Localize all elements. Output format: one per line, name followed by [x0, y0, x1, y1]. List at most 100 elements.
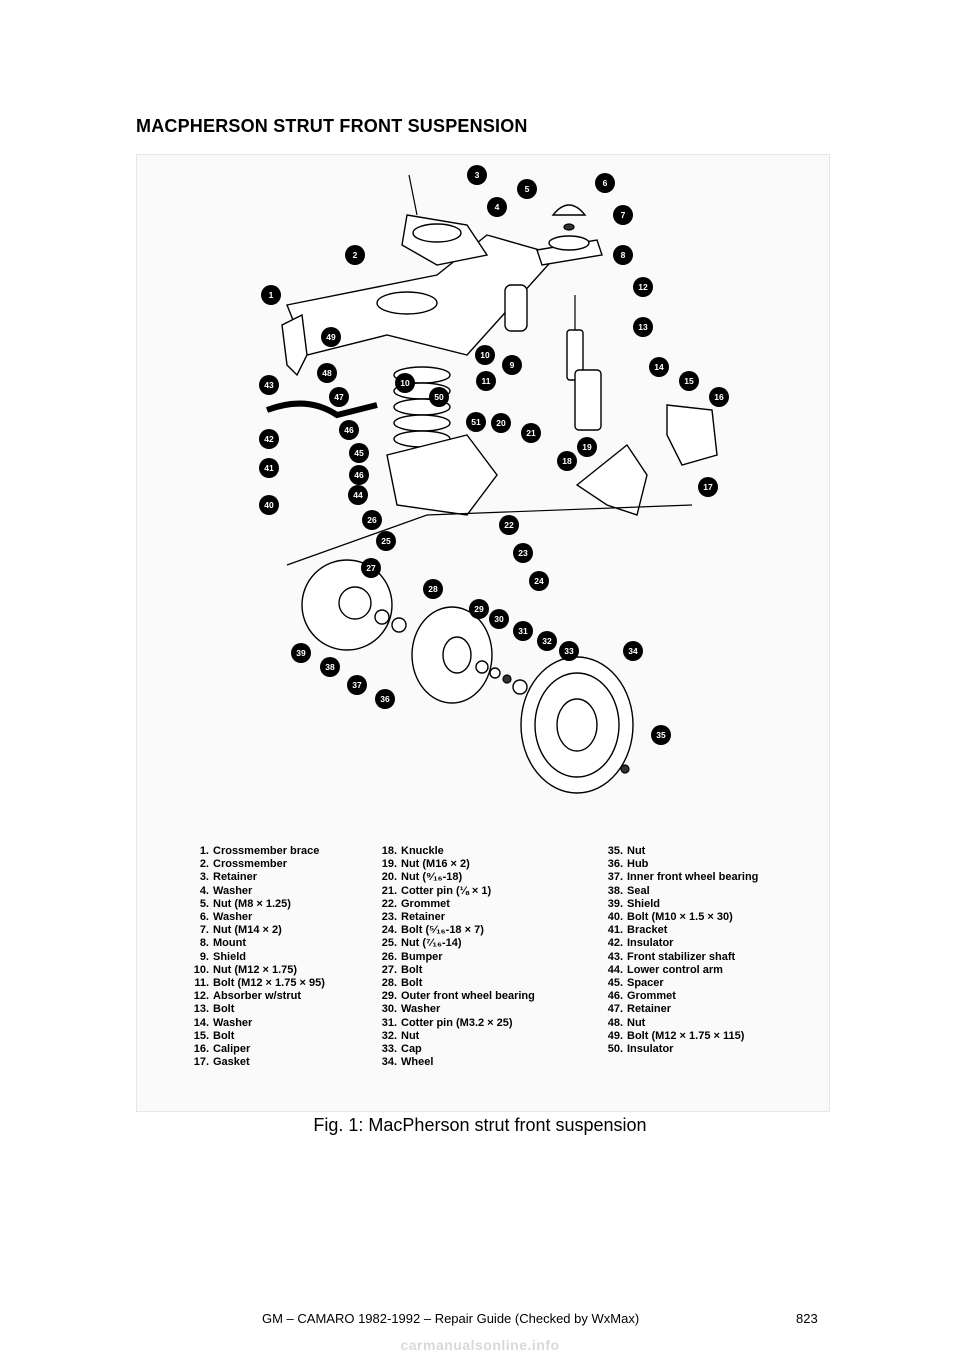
legend-item: 2.Crossmember: [199, 858, 287, 871]
absorber-strut-drawing: [566, 295, 602, 431]
hub-rotor-drawing: [411, 606, 493, 704]
legend-item: 21.Cotter pin (⅛ × 1): [381, 884, 492, 897]
parts-legend: 1.Crossmember brace 2.Crossmember 3.Reta…: [137, 845, 831, 1075]
figure-caption: Fig. 1: MacPherson strut front suspensio…: [313, 1115, 647, 1135]
legend-item: 4.Washer: [199, 884, 253, 897]
svg-text:14: 14: [654, 362, 664, 372]
svg-text:39: 39: [296, 648, 306, 658]
callout-1: 1: [261, 285, 281, 305]
knuckle-drawing: [575, 443, 648, 516]
svg-text:29: 29: [474, 604, 484, 614]
legend-item: 38.Seal: [607, 884, 650, 897]
callout-46b: 46: [339, 420, 359, 440]
lower-control-arm-drawing: [386, 434, 498, 516]
legend-item: 12.Absorber w/strut: [193, 990, 302, 1003]
legend-item: 41.Bracket: [607, 924, 668, 937]
callout-8: 8: [613, 245, 633, 265]
crossmember-drawing: [286, 174, 559, 356]
svg-text:38: 38: [325, 662, 335, 672]
legend-item: 20.Nut (⁹⁄₁₆-18): [381, 871, 463, 884]
svg-text:5: 5: [525, 184, 530, 194]
callout-9: 9: [502, 355, 522, 375]
legend-column-1: 1.Crossmember brace 2.Crossmember 3.Reta…: [185, 845, 325, 1069]
callout-35: 35: [651, 725, 671, 745]
callout-11: 11: [476, 371, 496, 391]
callout-33: 33: [559, 641, 579, 661]
legend-item: 17.Gasket: [193, 1056, 250, 1069]
svg-text:19: 19: [582, 442, 592, 452]
backing-shield-drawing: [301, 559, 393, 651]
svg-text:37: 37: [352, 680, 362, 690]
svg-text:46: 46: [344, 425, 354, 435]
legend-item: 49.Bolt (M12 × 1.75 × 115): [607, 1029, 745, 1042]
callout-27: 27: [361, 558, 381, 578]
legend-item: 48.Nut: [607, 1016, 646, 1029]
callout-10b: 10: [395, 373, 415, 393]
svg-text:36: 36: [380, 694, 390, 704]
stabilizer-shaft-drawing: [265, 400, 378, 419]
legend-item: 26.Bumper: [381, 950, 443, 963]
legend-column-3: 35.Nut 36.Hub 37.Inner front wheel beari…: [599, 845, 759, 1056]
callout-46a: 46: [349, 465, 369, 485]
legend-item: 14.Washer: [193, 1016, 253, 1029]
callout-44: 44: [348, 485, 368, 505]
legend-item: 46.Grommet: [607, 990, 676, 1003]
callout-4: 4: [487, 197, 507, 217]
svg-text:13: 13: [638, 322, 648, 332]
callout-37: 37: [347, 675, 367, 695]
svg-text:15: 15: [684, 376, 694, 386]
legend-item: 43.Front stabilizer shaft: [607, 950, 736, 963]
callout-21: 21: [521, 423, 541, 443]
svg-text:7: 7: [621, 210, 626, 220]
strut-mount-drawing: [536, 204, 603, 266]
svg-text:40: 40: [264, 500, 274, 510]
callout-34: 34: [623, 641, 643, 661]
svg-text:42: 42: [264, 434, 274, 444]
callout-36: 36: [375, 689, 395, 709]
callout-17: 17: [698, 477, 718, 497]
callout-2: 2: [345, 245, 365, 265]
svg-text:34: 34: [628, 646, 638, 656]
page-number: 823: [796, 1311, 818, 1326]
callout-15: 15: [679, 371, 699, 391]
svg-text:10: 10: [400, 378, 410, 388]
legend-item: 34.Wheel: [381, 1056, 434, 1069]
callout-13: 13: [633, 317, 653, 337]
legend-item: 8.Mount: [199, 937, 246, 950]
footer-text: GM – CAMARO 1982-1992 – Repair Guide (Ch…: [262, 1311, 640, 1326]
legend-item: 13.Bolt: [193, 1003, 235, 1016]
legend-item: 45.Spacer: [607, 977, 664, 990]
legend-item: 9.Shield: [199, 950, 247, 963]
svg-text:6: 6: [603, 178, 608, 188]
svg-text:44: 44: [353, 490, 363, 500]
callout-38: 38: [320, 657, 340, 677]
callout-26: 26: [362, 510, 382, 530]
legend-item: 19.Nut (M16 × 2): [381, 858, 470, 871]
wheel-drawing: [520, 656, 634, 794]
callout-3: 3: [467, 165, 487, 185]
legend-item: 28.Bolt: [381, 977, 423, 990]
legend-column-2: 18.Knuckle 19.Nut (M16 × 2) 20.Nut (⁹⁄₁₆…: [373, 845, 535, 1069]
callout-23: 23: [513, 543, 533, 563]
callout-10a: 10: [475, 345, 495, 365]
caliper-drawing: [666, 404, 718, 466]
callout-41: 41: [259, 458, 279, 478]
legend-item: 25.Nut (⁷⁄₁₆-14): [381, 937, 462, 950]
legend-item: 32.Nut: [381, 1029, 420, 1042]
legend-item: 10.Nut (M12 × 1.75): [193, 963, 298, 976]
callout-42: 42: [259, 429, 279, 449]
legend-item: 33.Cap: [381, 1043, 422, 1056]
legend-item: 3.Retainer: [199, 871, 258, 884]
inner-bearing-drawing: [391, 617, 407, 633]
legend-item: 24.Bolt (⁵⁄₁₆-18 × 7): [381, 924, 484, 937]
callout-18: 18: [557, 451, 577, 471]
callout-30: 30: [489, 609, 509, 629]
callout-20: 20: [491, 413, 511, 433]
callout-25: 25: [376, 531, 396, 551]
legend-item: 39.Shield: [607, 897, 661, 910]
svg-text:21: 21: [526, 428, 536, 438]
callout-49: 49: [321, 327, 341, 347]
callout-39: 39: [291, 643, 311, 663]
legend-item: 36.Hub: [607, 858, 649, 871]
legend-item: 37.Inner front wheel bearing: [607, 871, 759, 884]
